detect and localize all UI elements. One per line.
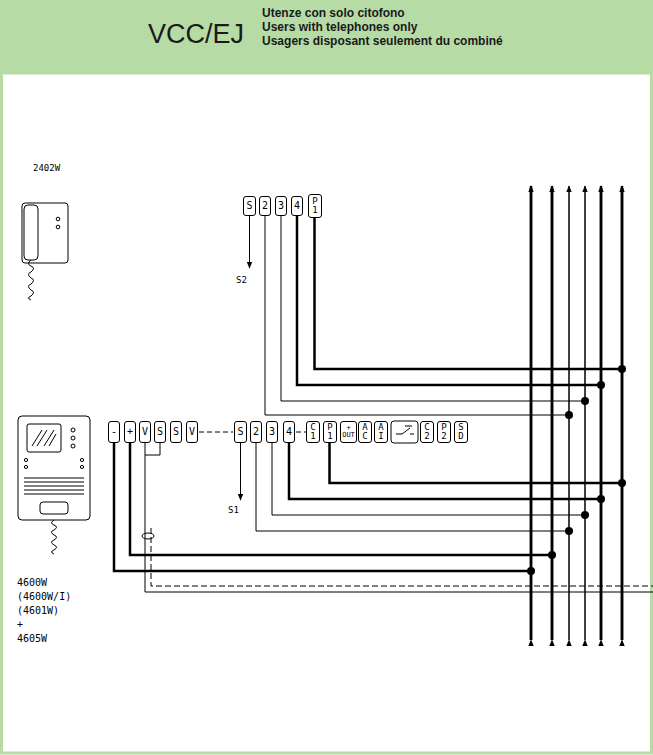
terminal-box: S <box>154 421 166 443</box>
terminal-label: P 2 <box>441 423 446 441</box>
terminal-box: V <box>186 421 198 443</box>
subtitle-group: Utenze con solo citofonoUsers with telep… <box>262 6 503 48</box>
terminal-label: A I <box>378 423 383 441</box>
terminal-box: - <box>108 421 120 443</box>
signal-name: S1 <box>228 506 239 515</box>
terminal-label: 2 <box>262 201 268 211</box>
model-code: (4601W) <box>17 606 59 616</box>
model-code: 4605W <box>17 634 47 644</box>
terminal-box: 3 <box>266 421 278 443</box>
terminal-box: 4 <box>291 196 303 216</box>
terminal-label: S <box>237 427 243 437</box>
terminal-box: V <box>139 421 151 443</box>
page-frame <box>2 73 652 753</box>
terminal-label: S <box>173 427 179 437</box>
model-code: + <box>17 620 23 630</box>
model-code: 4600W <box>17 578 47 588</box>
switch-terminal <box>391 421 418 443</box>
terminal-box: 2 <box>250 421 262 443</box>
terminal-box: S <box>170 421 182 443</box>
terminal-box: P 2 <box>437 421 451 443</box>
terminal-label: 2 <box>253 427 259 437</box>
subtitle-line: Users with telephones only <box>262 20 503 34</box>
header-band: VCC/EJ Utenze con solo citofonoUsers with… <box>0 0 653 73</box>
subtitle-line: Usagers disposant seulement du combiné <box>262 34 503 48</box>
junction-dot <box>527 365 626 575</box>
terminal-label: 4 <box>286 427 292 437</box>
terminal-box: + <box>124 421 136 443</box>
wire <box>114 443 653 592</box>
diagram-code: VCC/EJ <box>148 21 244 48</box>
terminal-box: C 1 <box>306 421 320 443</box>
wire-bridge <box>145 443 160 455</box>
terminal-label: S D <box>458 423 463 441</box>
terminal-label: V <box>189 427 195 437</box>
terminal-box: + OUT <box>340 421 357 443</box>
handset-2402w <box>22 203 68 300</box>
terminal-box: C 2 <box>420 421 434 443</box>
terminal-box: 2 <box>259 196 271 216</box>
terminal-box: 4 <box>283 421 295 443</box>
terminal-label: P 1 <box>327 423 332 441</box>
terminal-label: V <box>142 427 148 437</box>
terminal-box: A C <box>358 421 372 443</box>
terminal-label: 3 <box>278 201 284 211</box>
terminal-label: 4 <box>294 201 300 211</box>
terminal-box: S D <box>454 421 468 443</box>
terminal-box: P 1 <box>308 194 322 218</box>
wire <box>250 216 623 415</box>
terminal-label: + <box>127 427 133 437</box>
terminal-label: 3 <box>269 427 275 437</box>
terminal-label: C 1 <box>310 423 315 441</box>
terminal-label: P 1 <box>312 197 317 215</box>
terminal-label: - <box>111 427 117 437</box>
terminal-box: P 1 <box>323 421 337 443</box>
subtitle-line: Utenze con solo citofono <box>262 6 503 20</box>
terminal-label: S <box>157 427 163 437</box>
riser-bus <box>531 188 622 640</box>
terminal-box: S <box>243 196 256 216</box>
video-monitor <box>18 416 90 554</box>
terminal-label: + OUT <box>342 425 355 439</box>
signal-name: S2 <box>236 276 247 285</box>
terminal-box: S <box>234 421 247 443</box>
terminal-box: A I <box>374 421 388 443</box>
terminal-label: C 2 <box>424 423 429 441</box>
terminal-label: A C <box>362 423 367 441</box>
terminal-label: S <box>246 201 252 211</box>
model-code: 2402W <box>33 164 60 173</box>
terminal-box: 3 <box>275 196 287 216</box>
model-code: (4600W/I) <box>17 592 71 602</box>
